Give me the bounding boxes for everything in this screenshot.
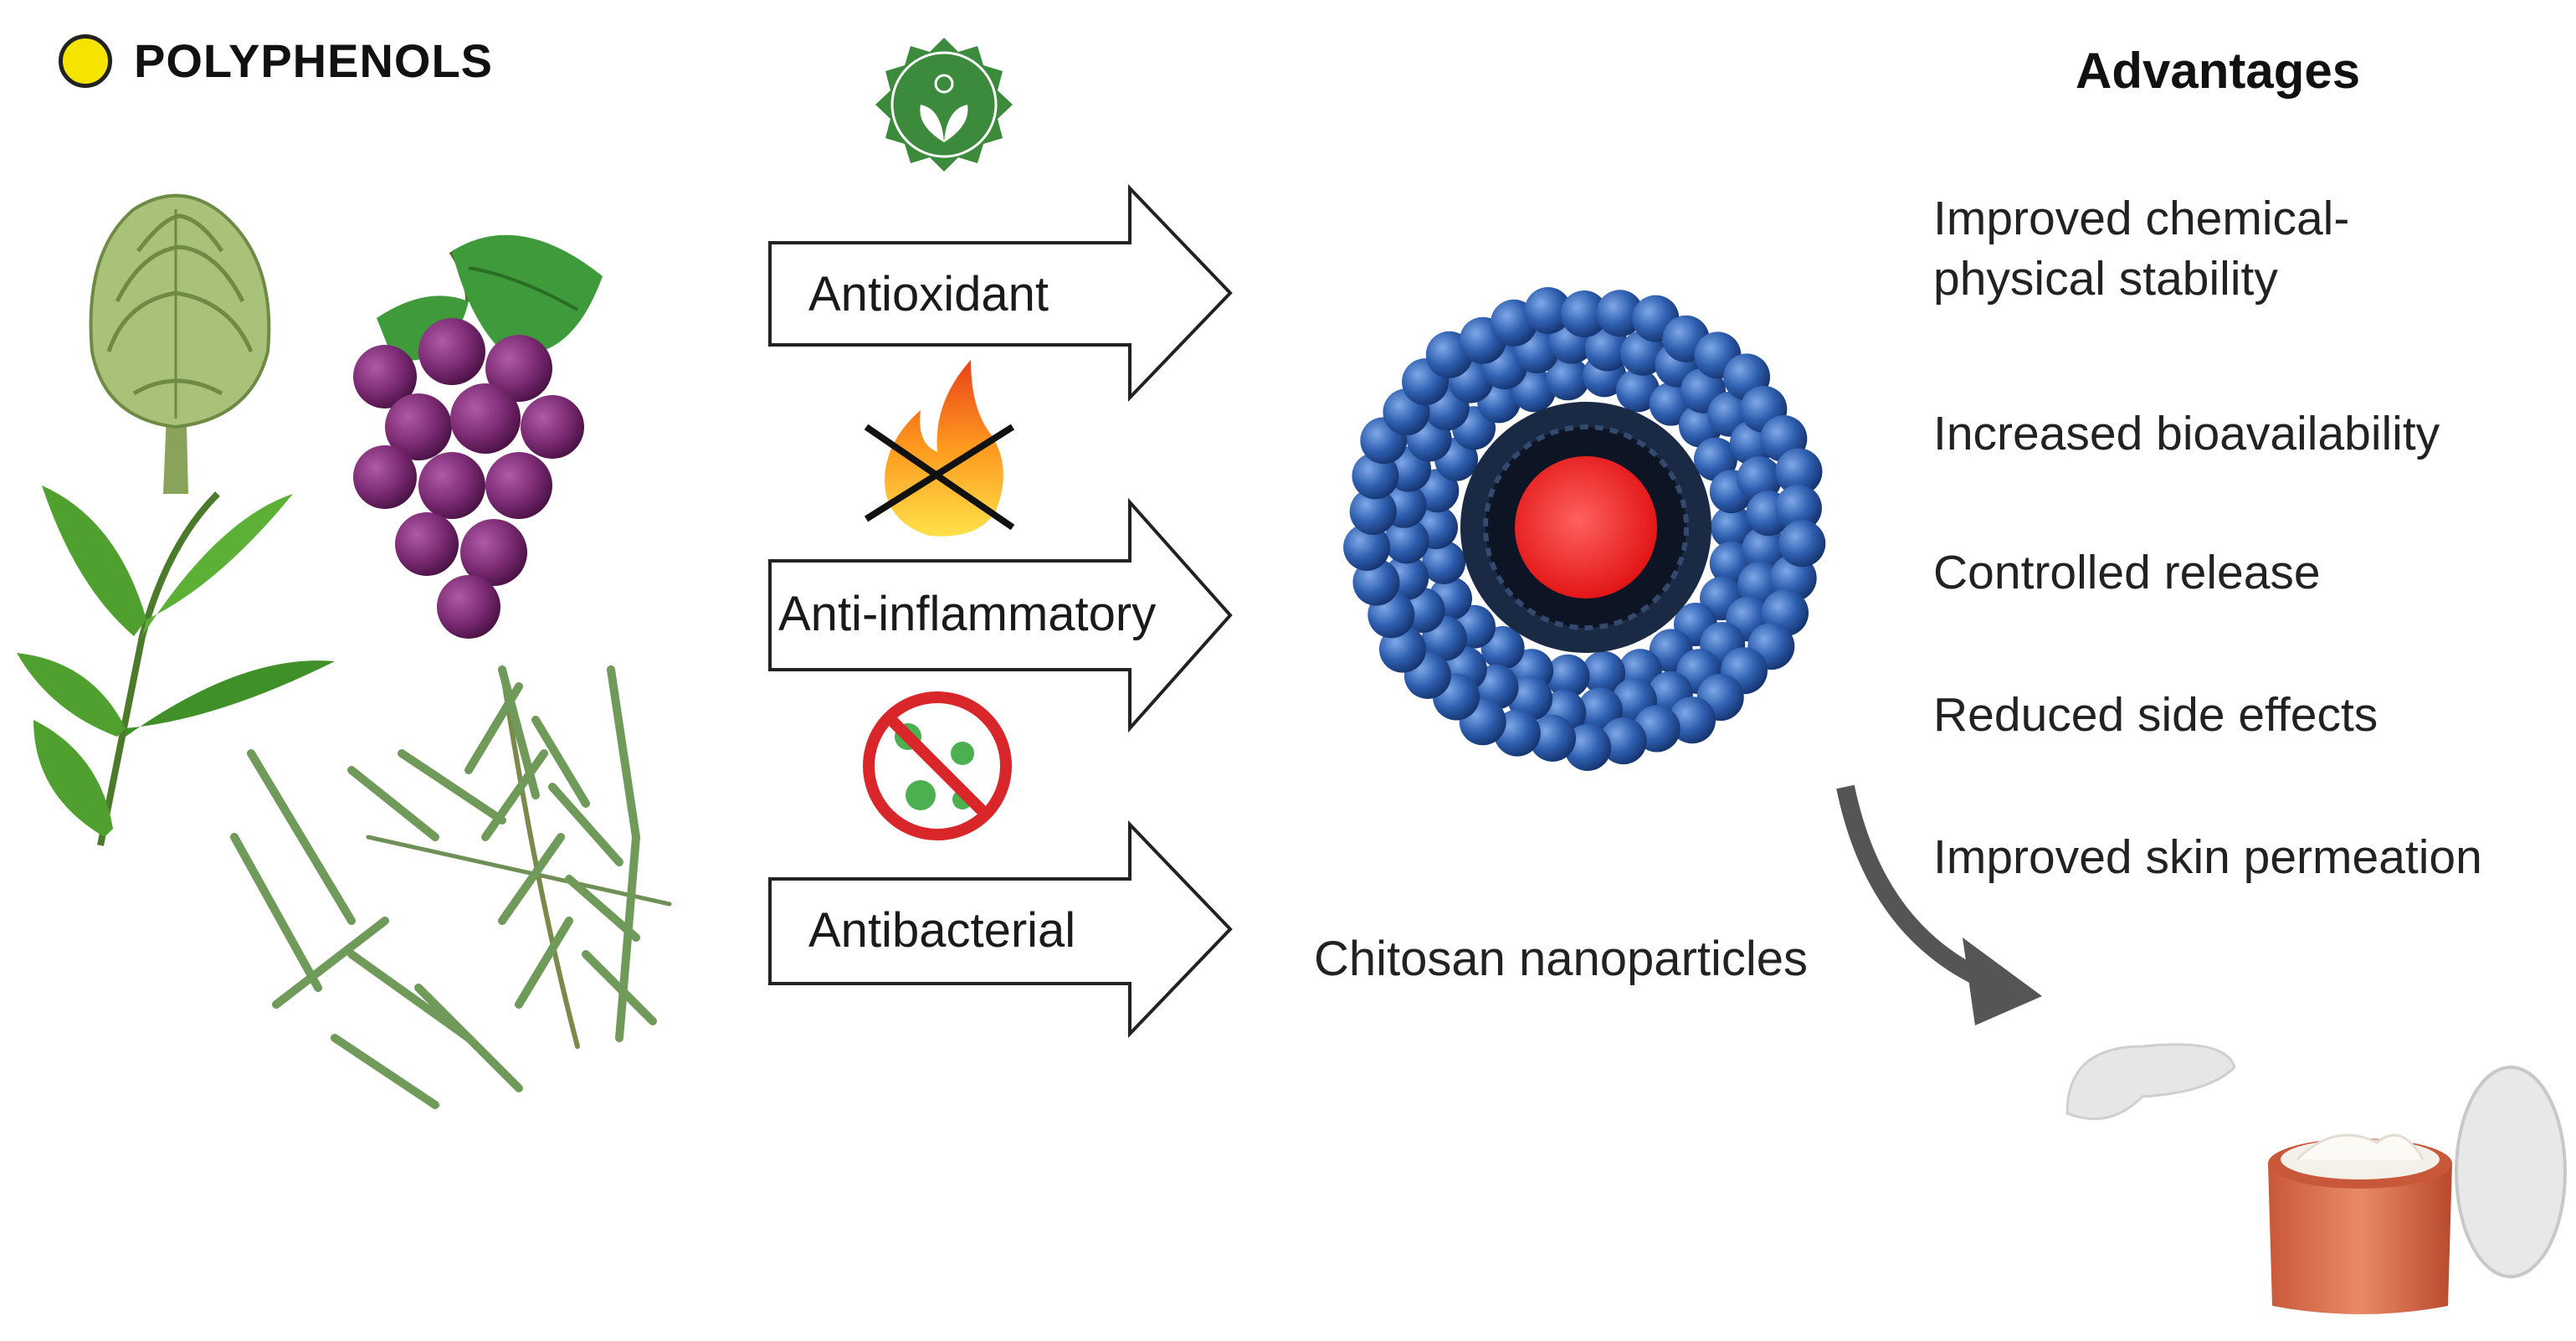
chitosan-bead — [1599, 717, 1647, 765]
chitosan-bead — [1349, 487, 1397, 535]
grape-image — [353, 234, 603, 639]
chitosan-bead — [1737, 456, 1783, 502]
arrow-antioxidant — [768, 184, 1233, 402]
advantage-item: Improved skin permeation — [1933, 830, 2482, 884]
chitosan-bead — [1778, 520, 1826, 568]
nanoparticle-label: Chitosan nanoparticles — [1314, 932, 1809, 986]
advantages-title: Advantages — [2076, 43, 2361, 99]
tea-leaf-image — [17, 486, 335, 846]
advantage-item: Improved chemical- physical stability — [1933, 192, 2350, 306]
arrow-antibacterial — [768, 820, 1233, 1038]
antioxidant-badge-icon — [875, 38, 1013, 172]
artichoke-image — [89, 193, 271, 494]
rosemary-image — [230, 665, 672, 1109]
chitosan-bead — [1616, 368, 1660, 413]
chitosan-bead — [1383, 518, 1429, 564]
curved-arrow — [1836, 784, 2042, 1025]
arrow-anti-inflammatory — [768, 497, 1233, 733]
chitosan-bead — [1422, 540, 1466, 584]
property-label-antioxidant: Antioxidant — [808, 267, 1049, 321]
chitosan-bead — [1693, 437, 1737, 481]
no-bacteria-icon — [863, 691, 1012, 840]
advantage-item: Increased bioavailability — [1933, 407, 2440, 460]
polyphenols-heading: POLYPHENOLS — [59, 33, 493, 88]
heading-title: POLYPHENOLS — [134, 34, 494, 87]
chitosan-bead — [1352, 452, 1399, 500]
cosmetic-cream-jar-image — [2065, 1043, 2567, 1314]
chitosan-bead — [1546, 357, 1590, 401]
no-fire-icon — [864, 360, 1015, 537]
chitosan-bead — [1560, 290, 1608, 338]
chitosan-bead — [1711, 506, 1754, 549]
advantage-item: Controlled release — [1933, 546, 2321, 599]
advantage-item: Reduced side effects — [1933, 688, 2378, 742]
chitosan-bead — [1742, 526, 1788, 572]
chitosan-bead — [1774, 484, 1822, 532]
chitosan-bead — [1529, 714, 1577, 762]
chitosan-bead — [1584, 326, 1630, 372]
property-label-antibacterial: Antibacterial — [808, 903, 1076, 958]
nanoparticle-core — [1515, 456, 1657, 599]
chitosan-bead — [1343, 523, 1391, 571]
chitosan-bead — [1596, 290, 1644, 337]
chitosan-bead — [1582, 650, 1626, 695]
chitosan-bead — [1775, 448, 1823, 496]
chitosan-bead — [1524, 286, 1572, 334]
property-label-anti-inflammatory: Anti-inflammatory — [778, 587, 1157, 641]
chitosan-bead — [1564, 723, 1612, 771]
chitosan-bead — [1669, 696, 1716, 744]
chitosan-bead — [1546, 654, 1590, 698]
yellow-marker-icon — [59, 33, 112, 88]
chitosan-nanoparticle — [1343, 286, 1826, 771]
